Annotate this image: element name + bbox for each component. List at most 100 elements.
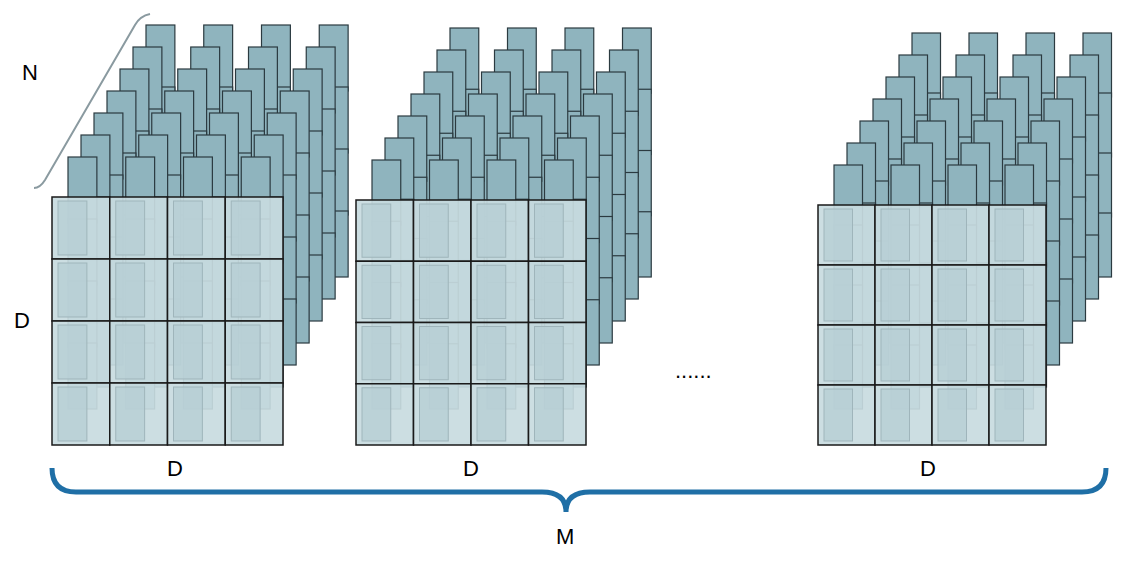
filter-card <box>231 325 260 379</box>
filter-card <box>356 384 414 445</box>
filter-card <box>932 325 989 385</box>
filter-card <box>58 263 87 317</box>
filter-card <box>875 325 932 385</box>
depth-bracket <box>34 14 150 188</box>
filter-card <box>875 265 932 325</box>
filter-card <box>356 323 414 384</box>
filter-card <box>414 384 472 445</box>
filter-card <box>110 321 168 383</box>
filter-card <box>174 201 203 255</box>
filter-card <box>362 388 391 441</box>
filter-card <box>420 204 449 257</box>
filter-card <box>477 327 506 380</box>
filter-card <box>938 389 967 441</box>
filter-card <box>938 209 967 261</box>
filter-card <box>168 383 226 445</box>
filter-card <box>995 329 1024 381</box>
filter-card <box>225 383 283 445</box>
filter-card <box>535 265 564 318</box>
filter-card <box>471 323 529 384</box>
filter-card <box>477 388 506 441</box>
size-label: D <box>920 458 936 480</box>
filter-card <box>881 209 910 261</box>
filter-card <box>477 265 506 318</box>
filter-card <box>116 263 145 317</box>
filter-card <box>52 383 110 445</box>
filter-card <box>535 204 564 257</box>
size-label: D <box>463 458 479 480</box>
filter-card <box>58 387 87 441</box>
filter-card <box>477 204 506 257</box>
filter-card <box>881 329 910 381</box>
filter-card <box>995 389 1024 441</box>
filter-card <box>225 321 283 383</box>
filter-card <box>110 259 168 321</box>
filter-card <box>116 201 145 255</box>
filter-card <box>535 327 564 380</box>
filter-card <box>938 269 967 321</box>
filter-card <box>116 325 145 379</box>
filter-card <box>529 200 587 261</box>
filter-card <box>174 263 203 317</box>
filter-card <box>52 321 110 383</box>
filter-card <box>52 197 110 259</box>
filter-card <box>529 384 587 445</box>
filter-card <box>824 209 853 261</box>
filter-card <box>824 389 853 441</box>
filter-card <box>989 205 1046 265</box>
filter-card <box>824 269 853 321</box>
filter-card <box>110 197 168 259</box>
ellipsis: ...... <box>675 360 712 382</box>
filter-card <box>471 261 529 322</box>
filter-card <box>529 323 587 384</box>
filter-card <box>58 201 87 255</box>
filter-card <box>174 325 203 379</box>
filter-card <box>471 200 529 261</box>
count-label: M <box>556 526 574 548</box>
filter-card <box>995 269 1024 321</box>
filter-card <box>881 389 910 441</box>
filter-card <box>174 387 203 441</box>
filter-card <box>535 388 564 441</box>
filter-card <box>420 388 449 441</box>
filter-card <box>932 205 989 265</box>
filter-card <box>225 259 283 321</box>
filter-card <box>881 269 910 321</box>
size-label: D <box>14 310 30 332</box>
filter-card <box>818 385 875 445</box>
filter-card <box>362 265 391 318</box>
filter-card <box>110 383 168 445</box>
filter-card <box>818 325 875 385</box>
filter-card <box>818 265 875 325</box>
filter-card <box>231 201 260 255</box>
filter-card <box>116 387 145 441</box>
filter-card <box>414 200 472 261</box>
filter-card <box>414 261 472 322</box>
filter-card <box>989 265 1046 325</box>
size-label: D <box>167 458 183 480</box>
filter-card <box>989 325 1046 385</box>
filter-card <box>231 387 260 441</box>
filter-card <box>529 261 587 322</box>
filter-card <box>818 205 875 265</box>
filter-card <box>225 197 283 259</box>
filter-card <box>168 321 226 383</box>
filter-card <box>420 265 449 318</box>
filter-card <box>52 259 110 321</box>
filter-card <box>420 327 449 380</box>
filter-card <box>932 265 989 325</box>
filter-card <box>875 385 932 445</box>
filter-card <box>938 329 967 381</box>
filter-card <box>824 329 853 381</box>
filter-card <box>168 197 226 259</box>
filter-card <box>231 263 260 317</box>
filter-card <box>875 205 932 265</box>
filter-card <box>471 384 529 445</box>
filter-card <box>995 209 1024 261</box>
filter-card <box>362 204 391 257</box>
count-brace <box>52 468 1106 512</box>
filter-card <box>414 323 472 384</box>
filter-stacks <box>52 25 1112 445</box>
filter-card <box>356 200 414 261</box>
